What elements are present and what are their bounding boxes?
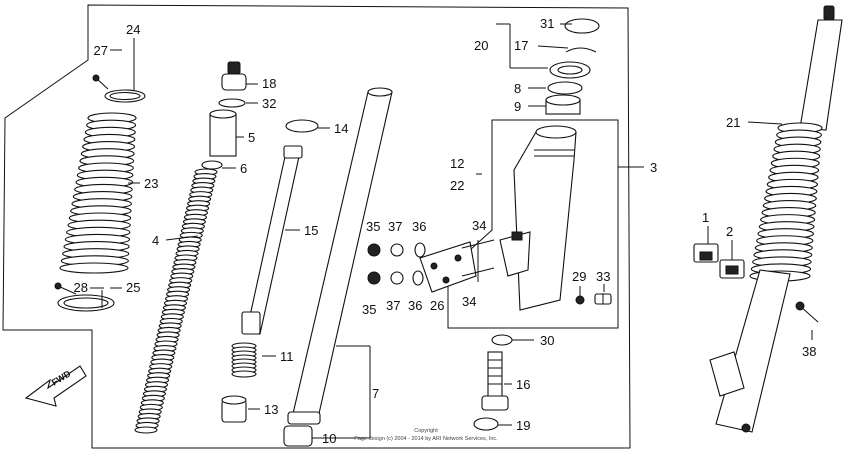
damper-rod (241, 145, 303, 335)
callout-labels: 24 27 18 32 5 6 14 23 4 15 28 25 11 13 7… (74, 16, 817, 446)
fork-spacer (209, 109, 237, 157)
fork-tube (287, 87, 393, 425)
callout-18: 18 (262, 76, 276, 91)
callout-19: 19 (516, 418, 530, 433)
callout-37a: 37 (388, 219, 402, 234)
front-fork-assembly (709, 5, 843, 433)
callout-26: 26 (430, 298, 444, 313)
cable-guide-1 (693, 243, 719, 263)
callout-4: 4 (152, 233, 159, 248)
callout-11: 11 (280, 349, 294, 364)
bolt (575, 295, 585, 305)
callout-16: 16 (516, 377, 530, 392)
group-boundary (2, 4, 631, 449)
dust-seal (564, 18, 600, 34)
callout-31: 31 (540, 16, 554, 31)
callout-22: 22 (450, 178, 464, 193)
callout-35a: 35 (366, 219, 380, 234)
callout-35b: 35 (362, 302, 376, 317)
callout-29: 29 (572, 269, 586, 284)
boot-assembly (54, 74, 146, 312)
bleed-screw (594, 293, 612, 305)
fork-spring (134, 168, 218, 434)
callout-38: 38 (802, 344, 816, 359)
o-ring (218, 98, 246, 108)
callout-36a: 36 (412, 219, 426, 234)
callout-32: 32 (262, 96, 276, 111)
washer (414, 242, 426, 258)
axle-holder (419, 241, 477, 293)
copyright-line-1: Copyright (414, 428, 438, 434)
callout-2: 2 (726, 224, 733, 239)
washer (412, 270, 424, 286)
fork-cap-bolt (221, 61, 247, 91)
forward-arrow: FWD (24, 365, 87, 407)
socket-bolt (481, 351, 509, 411)
rebound-spring (231, 342, 257, 378)
callout-12: 12 (450, 156, 464, 171)
oil-lock-piece (221, 395, 247, 423)
axle-bolt (795, 301, 819, 323)
spring-seat-washer (201, 160, 223, 170)
callout-24: 24 (126, 22, 140, 37)
slider-group-boundary (447, 119, 619, 329)
nut (367, 243, 381, 257)
sealing-washer (491, 334, 513, 346)
cable-guide-2 (719, 259, 745, 279)
callout-6: 6 (240, 161, 247, 176)
back-up-ring (547, 81, 583, 95)
callout-34b: 34 (462, 294, 476, 309)
callout-36b: 36 (408, 298, 422, 313)
callout-15: 15 (304, 223, 318, 238)
callout-23: 23 (144, 176, 158, 191)
callout-9: 9 (514, 99, 521, 114)
leader-lines (90, 23, 813, 439)
drain-washer (473, 417, 499, 431)
callout-3: 3 (650, 160, 657, 175)
callout-8: 8 (514, 81, 521, 96)
callout-13: 13 (264, 402, 278, 417)
callout-30: 30 (540, 333, 554, 348)
callout-28: 28 (74, 280, 88, 295)
guide-bushing-upper (545, 94, 581, 115)
callout-25: 25 (126, 280, 140, 295)
callout-17: 17 (514, 38, 528, 53)
callout-10: 10 (322, 431, 336, 446)
callout-20: 20 (474, 38, 488, 53)
fork-slider (499, 125, 577, 311)
washer (390, 243, 404, 257)
callout-1: 1 (702, 210, 709, 225)
callout-14: 14 (334, 121, 348, 136)
oil-seal (549, 61, 591, 79)
callout-7: 7 (372, 386, 379, 401)
guide-bushing (283, 425, 313, 447)
piston-ring (285, 119, 319, 133)
callout-34a: 34 (472, 218, 486, 233)
callout-27: 27 (94, 43, 108, 58)
circlip (565, 47, 597, 53)
callout-37b: 37 (386, 298, 400, 313)
callout-33: 33 (596, 269, 610, 284)
callout-5: 5 (248, 130, 255, 145)
washer (390, 271, 404, 285)
copyright-line-2: Page design (c) 2004 - 2014 by ARI Netwo… (354, 436, 498, 442)
callout-21: 21 (726, 115, 740, 130)
nut (367, 271, 381, 285)
